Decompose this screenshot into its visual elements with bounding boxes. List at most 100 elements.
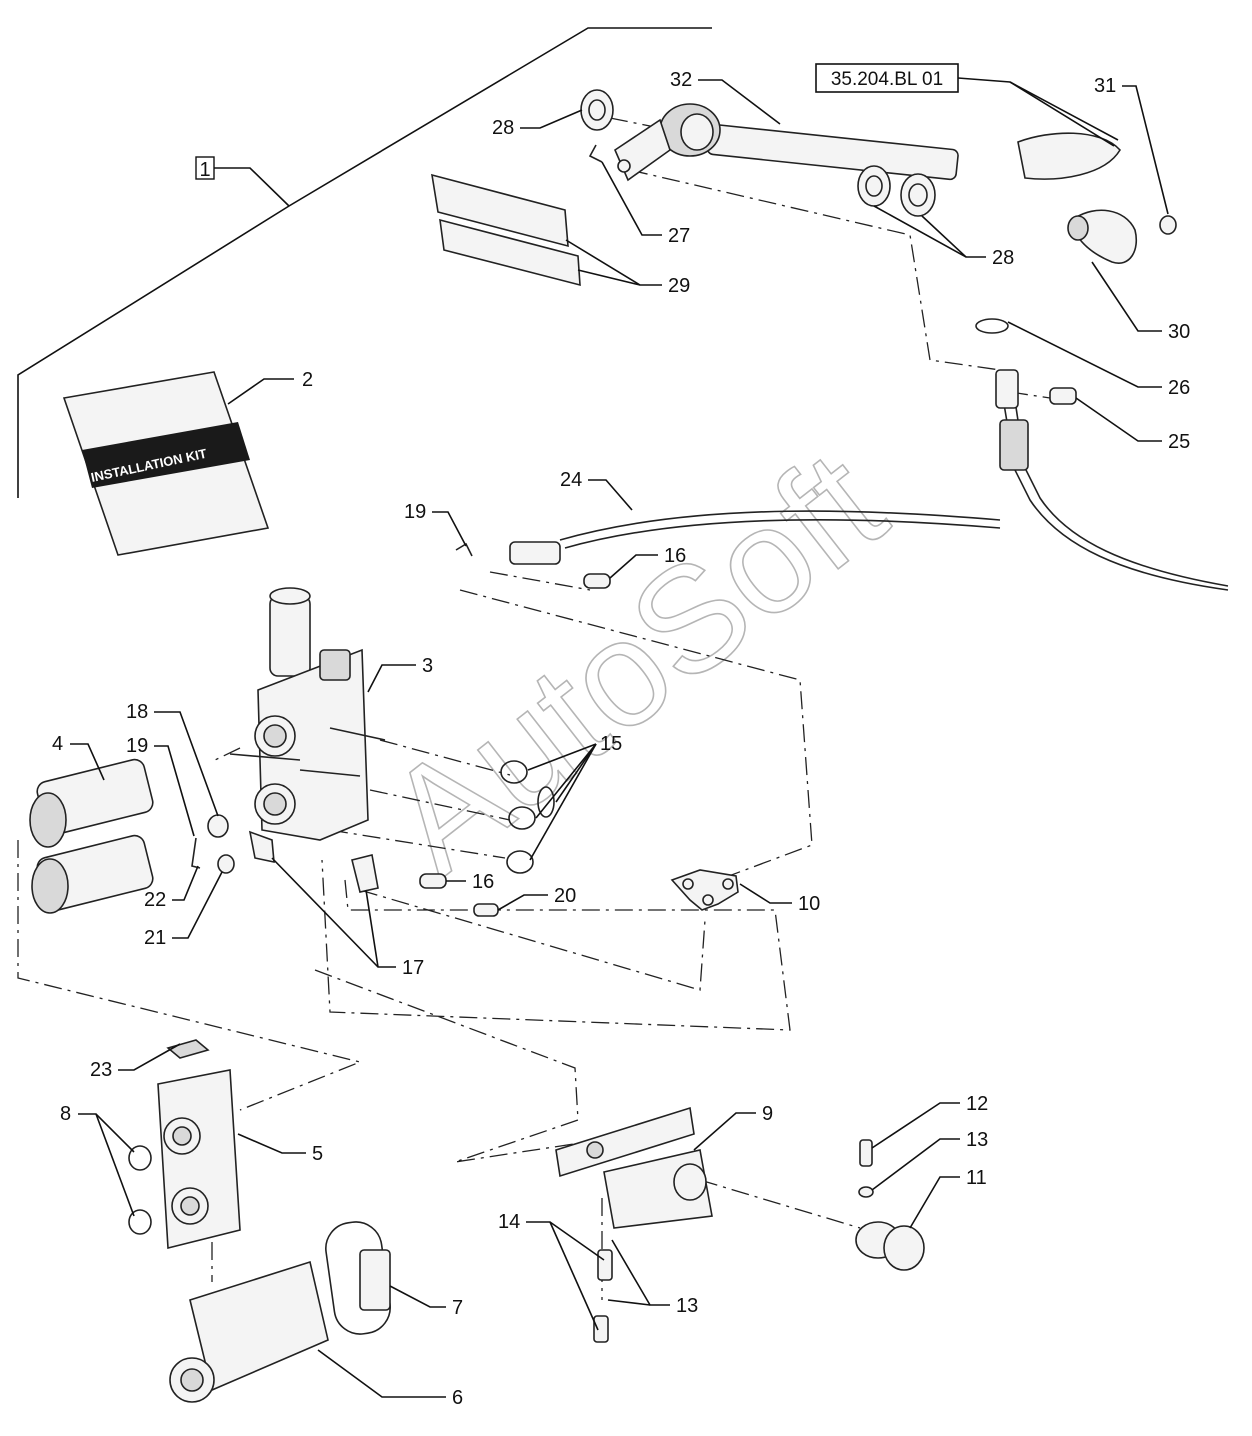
- svg-text:11: 11: [966, 1167, 987, 1189]
- callout-14[interactable]: 14: [498, 1211, 605, 1331]
- callout-25[interactable]: 25: [1075, 397, 1190, 453]
- svg-text:3: 3: [422, 655, 433, 677]
- callout-5[interactable]: 5: [237, 1133, 323, 1165]
- svg-text:14: 14: [498, 1211, 520, 1233]
- callout-7[interactable]: 7: [389, 1285, 463, 1319]
- svg-text:1: 1: [199, 159, 210, 181]
- svg-text:19: 19: [126, 735, 148, 757]
- svg-text:5: 5: [312, 1143, 323, 1165]
- part-orings-8: [128, 1145, 152, 1235]
- callout-18[interactable]: 18: [126, 701, 219, 817]
- svg-text:24: 24: [560, 469, 582, 491]
- svg-text:7: 7: [452, 1297, 463, 1319]
- callout-28-right[interactable]: 28: [873, 205, 1014, 269]
- svg-text:18: 18: [126, 701, 148, 723]
- svg-text:29: 29: [668, 275, 690, 297]
- part-pin-20: [473, 903, 499, 917]
- svg-text:25: 25: [1168, 431, 1190, 453]
- svg-text:16: 16: [664, 545, 686, 567]
- svg-text:2: 2: [302, 369, 313, 391]
- svg-text:6: 6: [452, 1387, 463, 1409]
- callout-31[interactable]: 31: [1094, 75, 1169, 215]
- assembly-lines: [17, 117, 1051, 1300]
- part-bracket-9: [555, 1106, 713, 1229]
- callout-23[interactable]: 23: [90, 1043, 181, 1081]
- callout-27[interactable]: 27: [601, 161, 690, 247]
- callout-15[interactable]: 15: [527, 733, 622, 861]
- callout-21[interactable]: 21: [144, 871, 223, 949]
- svg-text:17: 17: [402, 957, 424, 979]
- svg-text:12: 12: [966, 1093, 988, 1115]
- callout-32[interactable]: 32: [670, 69, 781, 125]
- svg-text:13: 13: [676, 1295, 698, 1317]
- reference-box[interactable]: 35.204.BL 01: [815, 63, 1119, 147]
- callout-13-lower[interactable]: 13: [607, 1239, 698, 1317]
- part-couplers-4: [29, 758, 154, 914]
- callouts: 1 2 3 4 5 6 7 8: [52, 69, 1190, 1409]
- part-orings-15: [500, 760, 555, 874]
- callout-20[interactable]: 20: [497, 885, 576, 911]
- part-pins-16: [419, 573, 611, 889]
- svg-text:22: 22: [144, 889, 166, 911]
- callout-6[interactable]: 6: [317, 1349, 463, 1409]
- svg-text:19: 19: [404, 501, 426, 523]
- svg-text:20: 20: [554, 885, 576, 907]
- svg-text:35.204.BL 01: 35.204.BL 01: [831, 69, 943, 90]
- part-knob-11: [855, 1221, 925, 1271]
- callout-26[interactable]: 26: [1007, 321, 1190, 399]
- svg-text:23: 23: [90, 1059, 112, 1081]
- callout-12[interactable]: 12: [871, 1093, 988, 1149]
- callout-19-left[interactable]: 19: [126, 735, 195, 837]
- part-bolt-12: [858, 1139, 874, 1198]
- callout-28-top[interactable]: 28: [492, 109, 583, 139]
- callout-4[interactable]: 4: [52, 733, 105, 781]
- watermark: AutoSoft: [356, 419, 913, 906]
- svg-text:13: 13: [966, 1129, 988, 1151]
- part-valve-5: [157, 1069, 241, 1250]
- callout-16-lower[interactable]: 16: [446, 871, 494, 893]
- part-cable-24: [509, 369, 1229, 591]
- callout-1[interactable]: 1: [195, 156, 290, 207]
- svg-text:30: 30: [1168, 321, 1190, 343]
- part-washers-18-21: [207, 814, 235, 874]
- part-valve-3: [229, 587, 386, 841]
- callout-16-upper[interactable]: 16: [609, 545, 686, 579]
- callout-24[interactable]: 24: [560, 469, 633, 511]
- part-lever-32: [614, 103, 1121, 182]
- callout-22[interactable]: 22: [144, 865, 199, 911]
- callout-8[interactable]: 8: [60, 1103, 135, 1217]
- svg-text:28: 28: [492, 117, 514, 139]
- svg-text:4: 4: [52, 733, 63, 755]
- svg-text:21: 21: [144, 927, 166, 949]
- part-plates-17: [248, 830, 379, 893]
- svg-text:31: 31: [1094, 75, 1116, 97]
- part-gasket-7: [325, 1221, 391, 1335]
- part-bracket-10: [670, 869, 739, 911]
- part-washers-28: [580, 89, 936, 217]
- callout-17[interactable]: 17: [271, 857, 424, 979]
- svg-text:16: 16: [472, 871, 494, 893]
- part-clip-31: [1159, 215, 1177, 235]
- callout-29[interactable]: 29: [565, 239, 690, 297]
- callout-3[interactable]: 3: [367, 655, 433, 693]
- svg-text:10: 10: [798, 893, 820, 915]
- svg-text:9: 9: [762, 1103, 773, 1125]
- callout-13-upper[interactable]: 13: [871, 1129, 988, 1191]
- callout-11[interactable]: 11: [909, 1167, 987, 1229]
- part-label-23: [166, 1039, 210, 1059]
- callout-9[interactable]: 9: [693, 1103, 773, 1151]
- part-booklet: INSTALLATION KIT: [62, 371, 270, 556]
- part-knob-30: [1067, 209, 1137, 264]
- part-ring-26: [975, 318, 1009, 334]
- callout-10[interactable]: 10: [739, 883, 820, 915]
- svg-text:15: 15: [600, 733, 622, 755]
- callout-30[interactable]: 30: [1091, 261, 1190, 343]
- svg-text:26: 26: [1168, 377, 1190, 399]
- callout-19-top[interactable]: 19: [404, 501, 467, 547]
- svg-text:28: 28: [992, 247, 1014, 269]
- part-cover-6: [169, 1260, 329, 1403]
- svg-text:27: 27: [668, 225, 690, 247]
- part-pin-25: [1049, 387, 1077, 405]
- callout-2[interactable]: 2: [227, 369, 313, 405]
